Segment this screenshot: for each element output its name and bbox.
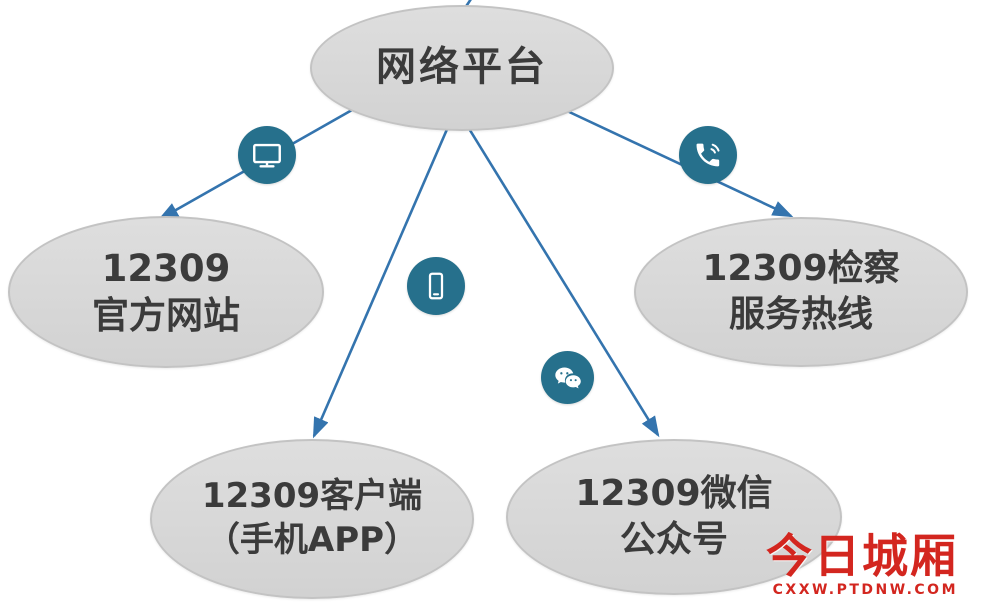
node-network-platform: 网络平台 bbox=[310, 5, 614, 131]
wechat-icon bbox=[541, 351, 594, 404]
watermark-url: CXXW.PTDNW.COM bbox=[772, 582, 958, 598]
smartphone-icon bbox=[407, 257, 465, 315]
phone-icon bbox=[679, 126, 737, 184]
watermark-title: 今日城厢 bbox=[766, 528, 958, 583]
watermark: 今日城厢 CXXW.PTDNW.COM bbox=[766, 528, 958, 598]
node-network-platform-label: 网络平台 bbox=[376, 44, 548, 91]
node-mobile-app-client: 12309客户端 （手机APP） bbox=[150, 439, 474, 599]
node-service-hotline-line2: 服务热线 bbox=[728, 294, 873, 335]
node-service-hotline-line1: 12309检察 bbox=[702, 247, 900, 289]
node-wechat-account-line2: 公众号 bbox=[619, 519, 728, 560]
node-wechat-account-line1: 12309微信 bbox=[575, 472, 773, 514]
node-wechat-account: 12309微信 公众号 bbox=[506, 439, 842, 595]
node-service-hotline: 12309检察 服务热线 bbox=[634, 217, 968, 367]
monitor-icon bbox=[238, 126, 296, 184]
node-official-website-line1: 12309 bbox=[101, 246, 231, 290]
node-official-website: 12309 官方网站 bbox=[8, 216, 324, 368]
node-mobile-app-client-line2: （手机APP） bbox=[205, 520, 419, 560]
node-official-website-line2: 官方网站 bbox=[92, 294, 240, 337]
node-mobile-app-client-line1: 12309客户端 bbox=[201, 476, 423, 517]
